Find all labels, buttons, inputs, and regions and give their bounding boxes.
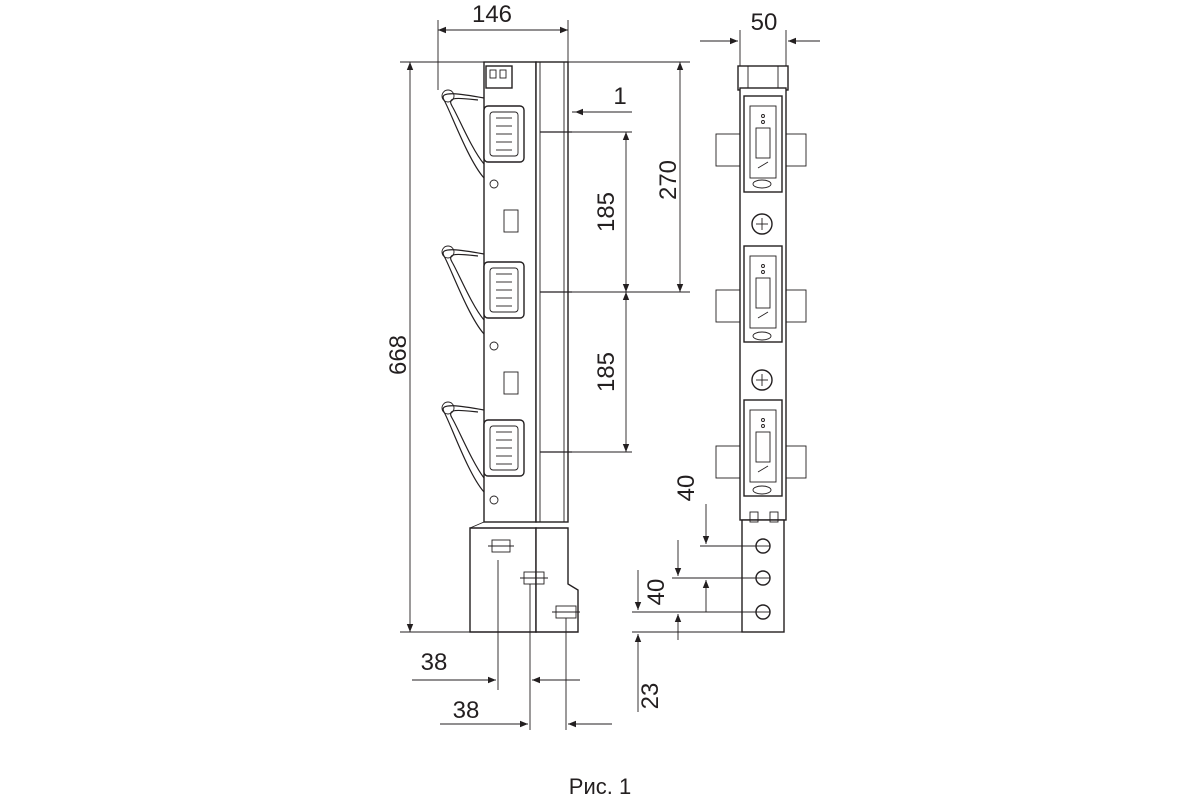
handle-2 — [442, 249, 485, 335]
fuse-carrier-2 — [441, 245, 525, 395]
fuse-carrier-3 — [441, 401, 525, 505]
front-carrier-2 — [743, 245, 783, 343]
dim-bottom-offset-2: 38 — [453, 697, 480, 724]
handle-3 — [442, 405, 485, 493]
side-view — [441, 61, 580, 633]
front-carrier-1 — [743, 95, 783, 193]
handle-1 — [442, 93, 485, 179]
figure-caption: Рис. 1 — [568, 774, 632, 799]
dim-bottom-hole-offset: 23 — [637, 683, 664, 710]
dim-hole-spacing-top: 40 — [673, 475, 700, 502]
dim-total-height: 668 — [385, 335, 412, 375]
dim-pitch-lower: 185 — [593, 352, 620, 392]
side-base — [469, 527, 537, 633]
dim-width-front: 50 — [751, 9, 778, 36]
dim-height-270: 270 — [655, 160, 682, 200]
front-view — [715, 65, 807, 633]
front-carrier-3 — [743, 399, 783, 497]
dim-hole-spacing-bottom: 40 — [643, 579, 670, 606]
fuse-carrier-1 — [441, 89, 525, 233]
front-dimensions: 50 40 40 23 — [632, 9, 820, 712]
side-dimensions: 146 668 270 1 185 185 38 38 — [385, 1, 690, 730]
dim-gap-top: 1 — [613, 83, 626, 110]
dim-bottom-offset-1: 38 — [421, 649, 448, 676]
dim-width-side: 146 — [472, 1, 512, 28]
dim-pitch-upper: 185 — [593, 192, 620, 232]
